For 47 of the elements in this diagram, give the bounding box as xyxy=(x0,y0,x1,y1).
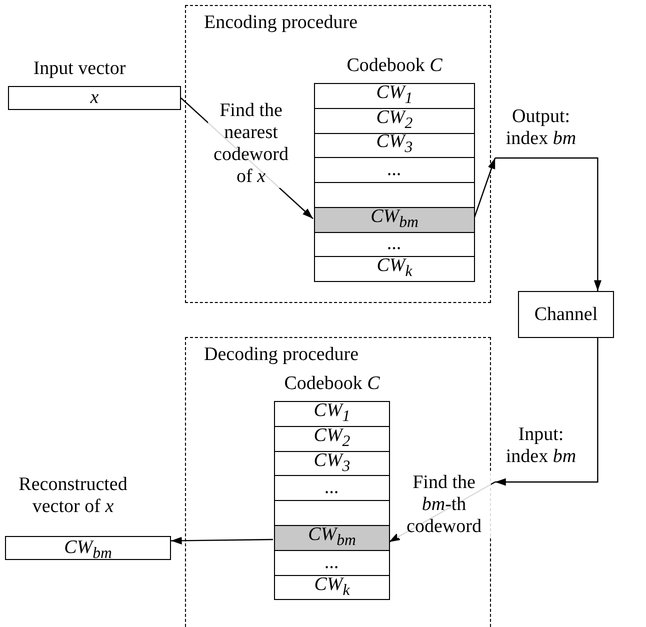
codeword-text: ... xyxy=(387,235,402,254)
edge-label: Find the bm-th codeword xyxy=(397,472,491,538)
codebook-row xyxy=(274,525,390,551)
codebook-row xyxy=(274,500,390,526)
codebook-row xyxy=(274,550,390,576)
codebook-row xyxy=(314,108,475,134)
arrow xyxy=(171,536,273,544)
codeword-text: CW$_{k}$ xyxy=(314,576,350,600)
codeword-text: ... xyxy=(324,479,340,498)
codebook-row xyxy=(314,206,475,232)
codeword-text: CW$_{1}$ xyxy=(376,84,413,108)
codebook-row xyxy=(314,132,475,158)
arrow xyxy=(495,338,598,486)
text-label: Input: index bm xyxy=(500,424,582,482)
codebook-row xyxy=(274,426,390,452)
codeword-text: CW$_{2}$ xyxy=(314,426,350,451)
codeword-text: CW$_{3}$ xyxy=(314,452,350,476)
codebook-row xyxy=(314,83,475,109)
codebook-row xyxy=(274,401,390,427)
procedure-frame xyxy=(185,5,491,303)
channel-box: Channel xyxy=(518,291,614,338)
codeword-text: CW$_{2}$ xyxy=(376,108,413,133)
codebook-row xyxy=(314,182,475,208)
codebook-row xyxy=(274,475,390,502)
codebook-row xyxy=(274,574,390,600)
heading-text: Codebook C xyxy=(283,373,381,395)
heading-text: Codebook C xyxy=(346,55,444,77)
arrow xyxy=(495,157,602,291)
codeword-text: ... xyxy=(387,161,402,180)
vector-box: x xyxy=(8,86,181,110)
codeword-text: CW$_{bm}$ xyxy=(370,208,418,232)
heading-text: Encoding procedure xyxy=(204,12,358,34)
codebook-row xyxy=(314,256,475,282)
codebook-row xyxy=(274,450,390,476)
vector-box: CW$_{bm}$ xyxy=(5,536,171,560)
codebook-row xyxy=(314,232,475,258)
heading-text: Decoding procedure xyxy=(204,344,359,366)
codeword-text: CW$_{1}$ xyxy=(314,402,350,426)
procedure-frame xyxy=(185,337,491,627)
codeword-text: ... xyxy=(324,554,340,572)
heading-text: Input vector xyxy=(32,58,127,80)
codeword-text: CW$_{bm}$ xyxy=(308,526,356,550)
codeword-text: CW$_{3}$ xyxy=(376,133,413,158)
codeword-text: CW$_{k}$ xyxy=(376,257,412,282)
codebook-row xyxy=(314,157,475,183)
text-label: Output: index bm xyxy=(500,106,582,158)
heading-text: Reconstructed vector of x xyxy=(18,474,128,518)
